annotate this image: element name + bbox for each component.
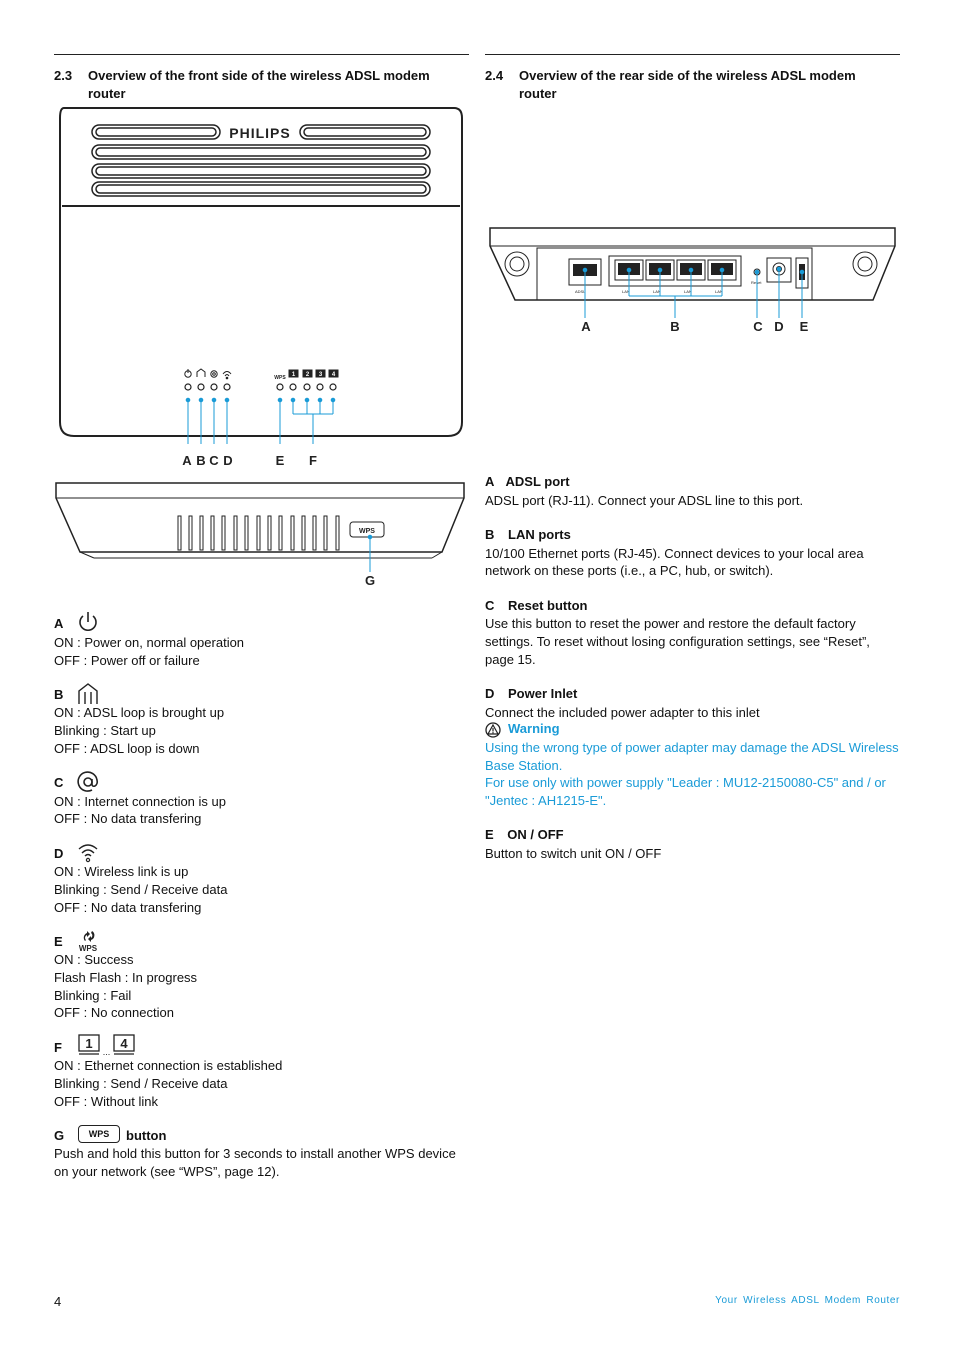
led-port-3: 3	[319, 372, 323, 378]
rear-lan-label-4: LAN	[715, 289, 723, 294]
callout-e: E	[276, 453, 285, 468]
led-wps-text: WPS	[274, 375, 286, 381]
item-g-line-2: on your network (see “WPS”, page 12).	[54, 1164, 280, 1179]
warning-line-4: "Jentec : AH1215-E".	[485, 793, 607, 808]
rear-item-c-line-3: page 15.	[485, 652, 536, 667]
item-e-line-2: Flash Flash : In progress	[54, 970, 198, 985]
f-icon-first: 1	[85, 1036, 92, 1051]
item-c-line-2: OFF : No data transfering	[54, 811, 202, 826]
side-router-diagram: WPS G	[55, 482, 465, 588]
f-icon-dots: ...	[103, 1047, 111, 1057]
item-c-line-1: ON : Internet connection is up	[54, 794, 226, 809]
rear-lan-label-2: LAN	[653, 289, 661, 294]
rear-router-diagram: ADSL LAN LAN LAN LAN Reset A B C D E	[489, 227, 896, 334]
callout-c: C	[209, 453, 219, 468]
wps-icon-text: WPS	[79, 944, 98, 952]
callout-a: A	[182, 453, 192, 468]
rear-callout-c: C	[753, 319, 763, 334]
item-e-letter: E	[54, 934, 63, 949]
rear-callout-a: A	[581, 319, 591, 334]
rear-callout-d: D	[774, 319, 783, 334]
rear-callout-e: E	[800, 319, 809, 334]
item-e-line-1: ON : Success	[54, 952, 134, 967]
power-icon	[79, 612, 97, 631]
led-port-2: 2	[306, 372, 310, 378]
rear-item-b-line-2: network on these ports (i.e., a PC, hub,…	[485, 563, 774, 578]
ethernet-ports-icon: 1 4 ...	[78, 1034, 135, 1057]
item-a-letter: A	[54, 616, 64, 631]
rear-item-e-heading: E ON / OFF	[485, 827, 564, 842]
rear-item-a-heading: A ADSL port	[485, 474, 570, 489]
led-row	[184, 383, 337, 391]
rear-callout-b: B	[670, 319, 679, 334]
front-router-diagram: PHILIPS WPS 1 2 3 4 A B	[59, 107, 463, 468]
item-g-line-1: Push and hold this button for 3 seconds …	[54, 1146, 456, 1161]
callout-b: B	[196, 453, 205, 468]
item-f-line-2: Blinking : Send / Receive data	[54, 1076, 228, 1091]
led-symbols	[184, 368, 339, 380]
item-b-line-2: Blinking : Start up	[54, 723, 156, 738]
wireless-icon	[78, 844, 98, 863]
item-g-letter: G	[54, 1128, 65, 1143]
rear-item-c-heading: C Reset button	[485, 598, 588, 613]
item-e-line-4: OFF : No connection	[54, 1005, 174, 1020]
rear-item-a-line-1: ADSL port (RJ-11). Connect your ADSL lin…	[485, 493, 804, 508]
wps-button-icon: WPS	[78, 1125, 120, 1143]
rear-lan-label-1: LAN	[622, 289, 630, 294]
adsl-house-icon	[78, 683, 98, 704]
left-header-rule	[54, 54, 469, 55]
item-a-line-1: ON : Power on, normal operation	[54, 635, 245, 650]
item-f-line-3: OFF : Without link	[54, 1094, 159, 1109]
at-sign-icon	[77, 771, 99, 792]
page-number: 4	[54, 1294, 62, 1309]
rear-adsl-label: ADSL	[575, 289, 586, 294]
item-b-line-1: ON : ADSL loop is brought up	[54, 705, 225, 720]
item-d-line-3: OFF : No data transfering	[54, 900, 202, 915]
wps-arrows-icon: WPS	[79, 931, 98, 952]
wps-button-label: WPS	[359, 528, 375, 535]
warning-line-2: Base Station.	[485, 758, 563, 773]
item-f-line-1: ON : Ethernet connection is established	[54, 1058, 283, 1073]
item-c-letter: C	[54, 775, 64, 790]
footer-title: Your Wireless ADSL Modem Router	[715, 1295, 900, 1306]
philips-logo: PHILIPS	[229, 125, 290, 141]
right-section-title: 2.4 Overview of the rear side of the wir…	[485, 68, 856, 101]
callout-d: D	[223, 453, 232, 468]
rear-item-c-line-1: Use this button to reset the power and r…	[485, 616, 856, 631]
wps-button-icon-text: WPS	[88, 1129, 110, 1139]
item-b-line-3: OFF : ADSL loop is down	[54, 741, 200, 756]
item-b-letter: B	[54, 687, 64, 702]
led-port-1: 1	[292, 372, 296, 378]
item-d-line-1: ON : Wireless link is up	[54, 864, 189, 879]
item-d-line-2: Blinking : Send / Receive data	[54, 882, 228, 897]
warning-title: Warning	[508, 721, 560, 736]
warning-line-1: Using the wrong type of power adapter ma…	[485, 740, 899, 755]
led-port-4: 4	[332, 372, 336, 378]
item-a-line-2: OFF : Power off or failure	[54, 653, 200, 668]
left-section-title: 2.3 Overview of the front side of the wi…	[54, 68, 430, 101]
f-icon-last: 4	[120, 1036, 128, 1051]
rear-item-c-line-2: settings. To reset without losing config…	[485, 634, 870, 649]
rear-item-d-heading: D Power Inlet	[485, 686, 578, 701]
right-header-rule	[485, 54, 900, 55]
rear-item-b-heading: B LAN ports	[485, 527, 571, 542]
item-d-letter: D	[54, 846, 64, 861]
rear-item-e-line-1: Button to switch unit ON / OFF	[485, 846, 662, 861]
rear-item-b-line-1: 10/100 Ethernet ports (RJ-45). Connect d…	[485, 546, 864, 561]
warning-icon	[485, 722, 501, 738]
callout-g: G	[365, 573, 375, 588]
callout-f: F	[309, 453, 317, 468]
rear-lan-label-3: LAN	[684, 289, 692, 294]
rear-item-d-line-1: Connect the included power adapter to th…	[485, 705, 760, 720]
warning-line-3: For use only with power supply "Leader :…	[485, 775, 886, 790]
item-e-line-3: Blinking : Fail	[54, 988, 132, 1003]
item-f-letter: F	[54, 1040, 62, 1055]
item-g-suffix: button	[126, 1128, 167, 1143]
